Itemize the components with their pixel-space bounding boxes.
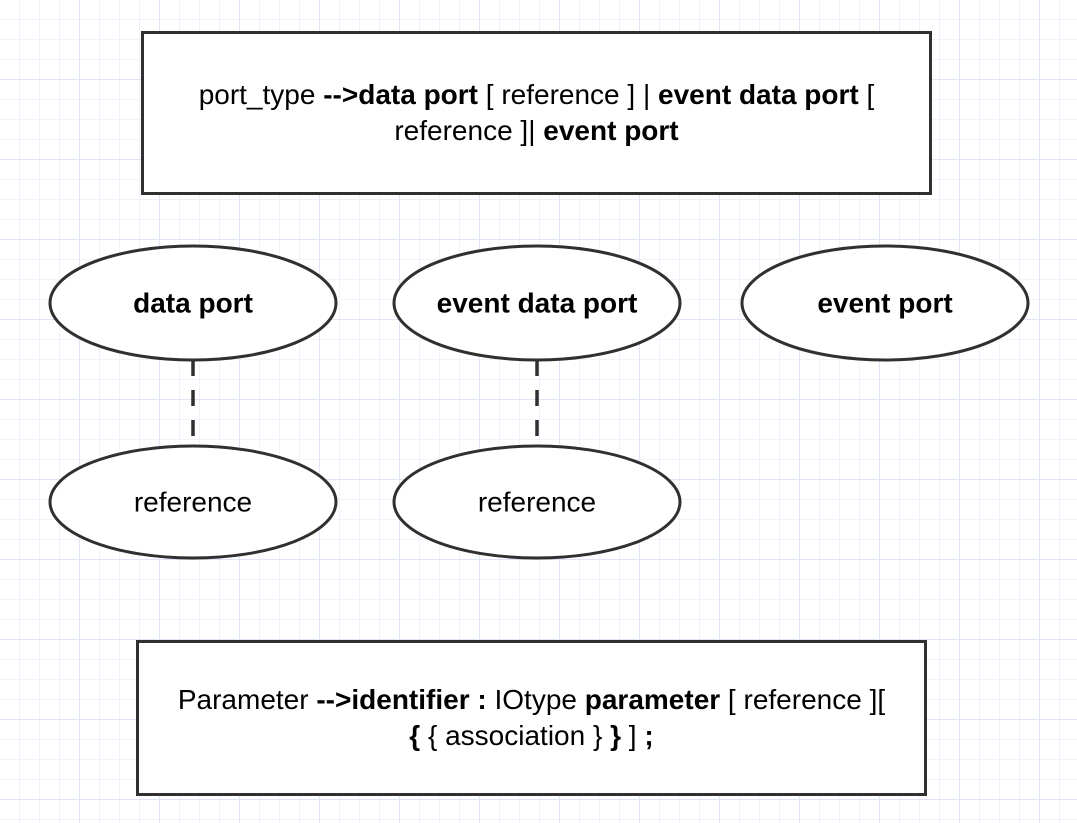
node-event-port: event port <box>740 244 1030 362</box>
rule-association-list: { association } <box>420 720 611 751</box>
node-label: data port <box>133 288 253 319</box>
rule-optional-reference: [ reference ][ <box>720 684 886 715</box>
rule-term-event-data-port: event data port <box>658 79 859 110</box>
rule-lhs: Parameter <box>177 684 317 715</box>
rule-close-bracket: ] <box>621 720 645 751</box>
rule-arrow: --> <box>316 684 352 715</box>
rule-term-event-port: event port <box>543 115 679 146</box>
port-type-rule-box: port_type -->data port [ reference ] | e… <box>141 31 932 195</box>
rule-close-brace: } <box>610 720 622 751</box>
ellipse-shape <box>740 244 1030 362</box>
parameter-rule-box: Parameter -->identifier : IOtype paramet… <box>136 640 927 796</box>
node-data-port: data port <box>48 244 338 362</box>
rule-open-brace: { <box>409 720 421 751</box>
rule-optional-reference: [ reference ] | <box>478 79 659 110</box>
node-event-data-port-reference: reference <box>392 444 682 560</box>
node-label: reference <box>478 487 596 518</box>
parameter-rule-text: Parameter -->identifier : IOtype paramet… <box>172 682 892 754</box>
node-event-data-port: event data port <box>392 244 682 362</box>
node-label: reference <box>134 487 252 518</box>
rule-arrow: --> <box>323 79 359 110</box>
rule-lhs: port_type <box>198 79 324 110</box>
node-data-port-reference: reference <box>48 444 338 560</box>
ellipse-shape <box>392 244 682 362</box>
rule-iotype: IOtype <box>486 684 585 715</box>
ellipse-shape <box>48 444 338 560</box>
rule-term-identifier: identifier : <box>351 684 487 715</box>
rule-semicolon: ; <box>644 720 654 751</box>
rule-optional-reference: [ reference ]| <box>394 79 875 146</box>
rule-term-parameter: parameter <box>584 684 721 715</box>
ellipse-shape <box>48 244 338 362</box>
ellipse-shape <box>392 444 682 560</box>
port-type-rule-text: port_type -->data port [ reference ] | e… <box>177 77 897 149</box>
node-label: event data port <box>437 288 638 319</box>
node-label: event port <box>817 288 952 319</box>
rule-term-data-port: data port <box>358 79 478 110</box>
